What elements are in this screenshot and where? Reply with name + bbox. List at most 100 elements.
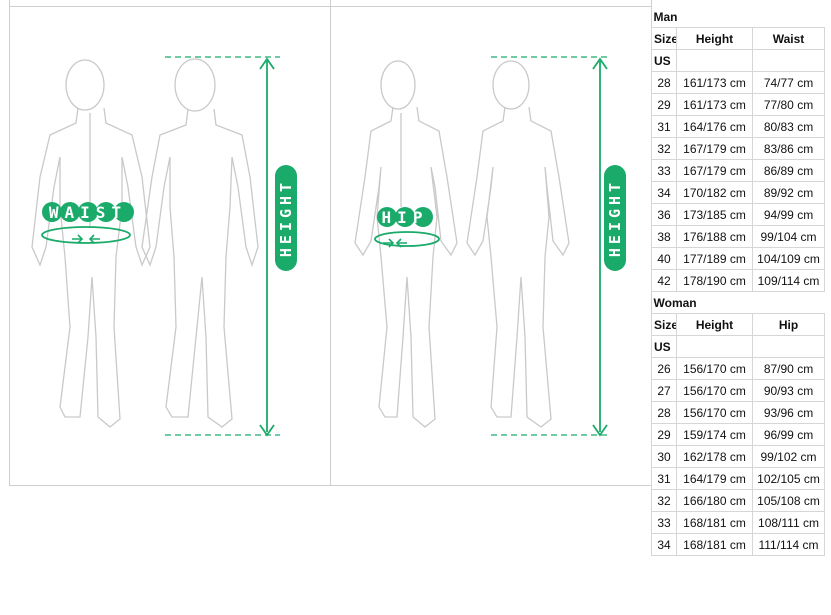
woman-back-body	[466, 106, 570, 428]
size-cell: 38	[651, 225, 677, 248]
height-cell: 159/174 cm	[676, 423, 753, 446]
size-cell: 29	[651, 93, 677, 116]
woman-region-label: US	[651, 335, 677, 358]
man-table-title: Man	[653, 9, 678, 24]
measure-cell: 74/77 cm	[751, 71, 826, 94]
height-cell: 164/176 cm	[676, 115, 753, 138]
size-cell: 28	[651, 71, 677, 94]
size-cell: 34	[651, 181, 677, 204]
height-cell: 164/179 cm	[676, 467, 753, 490]
measure-cell: 94/99 cm	[751, 203, 826, 226]
measure-cell: 90/93 cm	[751, 379, 826, 402]
measure-cell: 104/109 cm	[751, 247, 826, 270]
woman-figure-panel: HIP HEIGHT	[330, 6, 652, 486]
waist-measure-loop	[41, 226, 131, 244]
measure-cell: 89/92 cm	[751, 181, 826, 204]
man-header-height: Height	[676, 27, 753, 50]
woman-header-size: Size	[651, 313, 677, 336]
measure-cell: 80/83 cm	[751, 115, 826, 138]
man-header-size: Size	[651, 27, 677, 50]
size-cell: 31	[651, 115, 677, 138]
height-cell: 161/173 cm	[676, 93, 753, 116]
size-cell: 28	[651, 401, 677, 424]
woman-height-arrow-down-icon	[592, 424, 608, 437]
panels-top-border	[9, 0, 652, 6]
height-cell: 168/181 cm	[676, 533, 753, 556]
man-height-arrow-up-icon	[259, 57, 275, 70]
svg-text:WAIST: WAIST	[49, 203, 127, 222]
size-cell: 33	[651, 511, 677, 534]
measure-cell: 77/80 cm	[751, 93, 826, 116]
height-cell: 161/173 cm	[676, 71, 753, 94]
size-cell: 40	[651, 247, 677, 270]
hip-label: HIP	[377, 207, 433, 227]
height-cell: 173/185 cm	[676, 203, 753, 226]
man-figure-illustration: WAIST HEIGHT	[31, 56, 297, 437]
measure-cell: 96/99 cm	[751, 423, 826, 446]
man-figure-panel: WAIST HEIGHT	[9, 6, 331, 486]
measure-cell: 87/90 cm	[751, 357, 826, 380]
woman-front-head	[380, 60, 416, 110]
size-cell: 27	[651, 379, 677, 402]
height-cell: 167/179 cm	[676, 159, 753, 182]
hip-arrow-left-icon	[395, 238, 407, 248]
size-cell: 32	[651, 489, 677, 512]
man-back-body	[141, 108, 259, 428]
hip-measure-loop	[374, 231, 440, 247]
man-height-arrow-down-icon	[259, 424, 275, 437]
size-cell: 29	[651, 423, 677, 446]
height-cell: 156/170 cm	[676, 379, 753, 402]
man-back-head	[174, 58, 216, 112]
hip-arrow-right-icon	[383, 238, 395, 248]
man-region-label: US	[651, 49, 677, 72]
man-front-head	[65, 59, 105, 111]
measure-cell: 93/96 cm	[751, 401, 826, 424]
svg-text:HEIGHT: HEIGHT	[277, 179, 295, 257]
measure-cell: 99/102 cm	[751, 445, 826, 468]
measure-cell: 86/89 cm	[751, 159, 826, 182]
height-cell: 156/170 cm	[676, 357, 753, 380]
measure-cell: 102/105 cm	[751, 467, 826, 490]
measure-cell: 105/108 cm	[751, 489, 826, 512]
size-cell: 33	[651, 159, 677, 182]
measure-cell: 83/86 cm	[751, 137, 826, 160]
measure-cell: 111/114 cm	[751, 533, 826, 556]
measure-cell: 109/114 cm	[751, 269, 826, 292]
woman-height-arrow-up-icon	[592, 57, 608, 70]
woman-front-body	[354, 106, 458, 428]
height-cell: 156/170 cm	[676, 401, 753, 424]
man-height-label: HEIGHT	[275, 165, 297, 271]
man-front-body	[31, 107, 151, 428]
height-cell: 168/181 cm	[676, 511, 753, 534]
measure-cell: 99/104 cm	[751, 225, 826, 248]
woman-header-hip: Hip	[751, 313, 826, 336]
height-cell: 176/188 cm	[676, 225, 753, 248]
height-cell: 162/178 cm	[676, 445, 753, 468]
height-cell: 178/190 cm	[676, 269, 753, 292]
height-cell: 170/182 cm	[676, 181, 753, 204]
woman-back-head	[492, 60, 530, 110]
size-cell: 30	[651, 445, 677, 468]
size-cell: 42	[651, 269, 677, 292]
waist-arrow-right-icon	[72, 234, 84, 244]
waist-arrow-left-icon	[88, 234, 100, 244]
height-cell: 167/179 cm	[676, 137, 753, 160]
woman-header-height: Height	[676, 313, 753, 336]
